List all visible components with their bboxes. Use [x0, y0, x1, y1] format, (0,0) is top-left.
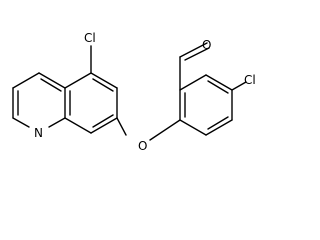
aldehyde-oxygen-label: O [202, 38, 211, 52]
quinoline-benzo-ring [64, 72, 118, 134]
chemical-structure: Cl N O O Cl [12, 31, 256, 153]
quinoline-substituent-bonds [90, 45, 127, 136]
ether-bond [149, 119, 181, 141]
quinoline-pyridine-ring [12, 72, 66, 128]
benzaldehyde-substituent-bonds [179, 42, 247, 91]
quinoline-nitrogen-label: N [34, 126, 43, 140]
benzaldehyde-ring [179, 74, 233, 136]
quinoline-chlorine-label: Cl [84, 31, 96, 45]
benzaldehyde-chlorine-label: Cl [244, 73, 256, 87]
ether-oxygen-label: O [138, 139, 147, 153]
